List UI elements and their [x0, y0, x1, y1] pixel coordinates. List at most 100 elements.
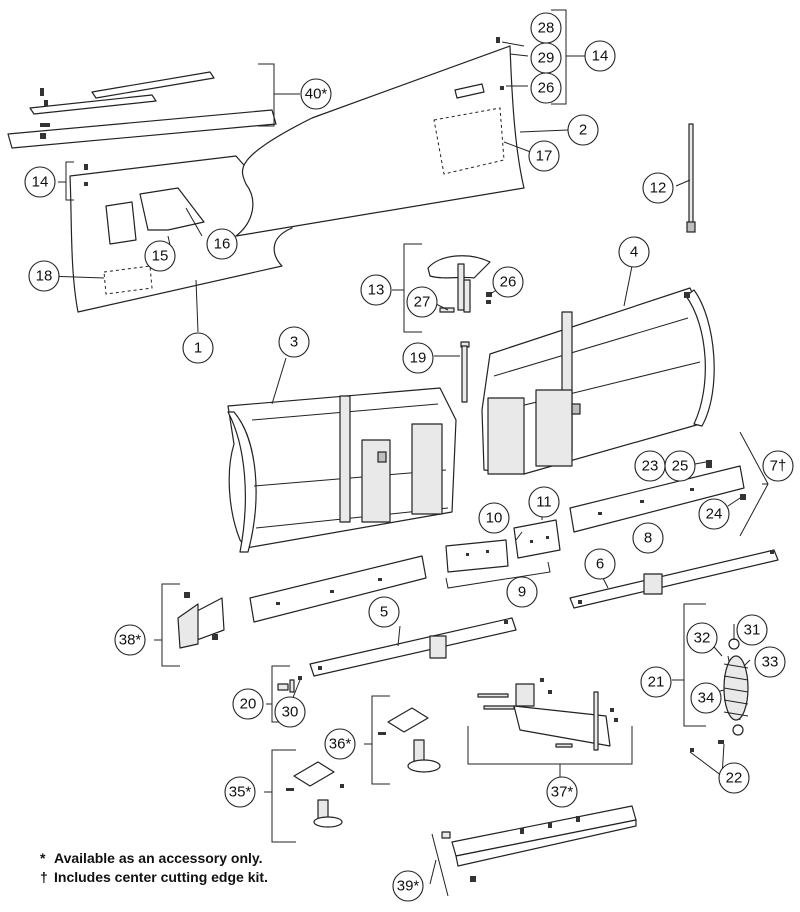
mount-plate-assembly [427, 255, 492, 313]
callout-13-label: 13 [368, 282, 385, 299]
pivot-beam-kit [477, 678, 618, 751]
callout-15-label: 15 [152, 248, 169, 265]
callout-36: 36* [324, 728, 356, 760]
left-cutting-edge [249, 555, 427, 623]
callout-12-label: 12 [650, 180, 667, 197]
callout-35: 35* [224, 776, 256, 808]
callout-7-label: 7† [770, 458, 787, 475]
callouts: 1 2 3 4 5 6 7† 8 9 10 11 12 13 14 14 15 … [24, 12, 794, 902]
callout-11-label: 11 [536, 494, 552, 511]
callout-2-label: 2 [579, 122, 587, 139]
callout-14-left: 14 [24, 166, 56, 198]
callout-34-label: 34 [698, 690, 715, 707]
accessory-text: Available as an accessory only. [54, 850, 263, 866]
callout-29-label: 29 [538, 50, 555, 67]
marker-rod [686, 123, 696, 233]
shoe-kit-35 [286, 761, 344, 828]
callout-24-label: 24 [706, 506, 723, 523]
callout-1: 1 [182, 332, 214, 364]
callout-28: 28 [530, 12, 562, 44]
callout-26-mount-label: 26 [500, 274, 517, 291]
callout-3: 3 [278, 326, 310, 358]
callout-26-right-label: 26 [538, 80, 555, 97]
callout-37-label: 37* [551, 784, 574, 801]
callout-5-label: 5 [380, 604, 388, 621]
callout-2: 2 [567, 114, 599, 146]
callout-25: 25 [664, 450, 696, 482]
callout-40-label: 40* [305, 86, 328, 103]
center-cutting-edges [445, 519, 561, 573]
callout-7: 7† [762, 450, 794, 482]
wear-strip-kit [7, 71, 277, 149]
callout-10-label: 10 [486, 510, 503, 527]
right-wing-frame [481, 287, 715, 475]
spring-hardware [690, 740, 724, 752]
callout-3-label: 3 [290, 334, 298, 351]
callout-10: 10 [478, 502, 510, 534]
callout-40: 40* [300, 78, 332, 110]
callout-19: 19 [402, 342, 434, 374]
callout-32-label: 32 [694, 630, 711, 647]
callout-31-label: 31 [744, 622, 761, 639]
legend-kit-note: † Includes center cutting edge kit. [40, 870, 268, 884]
callout-39: 39* [392, 870, 424, 902]
callout-15: 15 [144, 240, 176, 272]
callout-9-label: 9 [518, 584, 526, 601]
callout-37: 37* [546, 776, 578, 808]
kit-mark: † [40, 869, 48, 885]
callout-1-label: 1 [194, 340, 202, 357]
callout-6: 6 [584, 548, 616, 580]
pivot-pin [460, 341, 470, 403]
callout-27-label: 27 [414, 294, 431, 311]
snow-deflector [441, 805, 637, 882]
shoe-kit-36 [378, 707, 441, 773]
callout-14-right-label: 14 [592, 48, 609, 65]
left-wing-frame [227, 387, 457, 553]
callout-26-mount: 26 [492, 266, 524, 298]
callout-28-label: 28 [538, 20, 555, 37]
callout-33-label: 33 [762, 654, 779, 671]
callout-4: 4 [618, 236, 650, 268]
callout-33: 33 [754, 646, 786, 678]
left-trip-edge [309, 617, 517, 677]
callout-39-label: 39* [397, 878, 420, 895]
callout-32: 32 [686, 622, 718, 654]
kit-text: Includes center cutting edge kit. [54, 869, 268, 885]
callout-27: 27 [406, 286, 438, 318]
callout-22-label: 22 [726, 770, 743, 787]
callout-34: 34 [690, 682, 722, 714]
callout-38-label: 38* [119, 632, 142, 649]
callout-30-label: 30 [282, 704, 299, 721]
callout-38: 38* [114, 624, 146, 656]
callout-17-label: 17 [536, 148, 553, 165]
hardware-kit [277, 676, 302, 693]
callout-14-right: 14 [584, 40, 616, 72]
callout-8-label: 8 [644, 530, 652, 547]
callout-21-label: 21 [648, 674, 665, 691]
callout-20: 20 [232, 688, 264, 720]
callout-26-right: 26 [530, 72, 562, 104]
callout-13: 13 [360, 274, 392, 306]
accessory-mark: * [40, 850, 46, 866]
callout-16-label: 16 [214, 236, 231, 253]
legend-accessory-note: * Available as an accessory only. [40, 851, 263, 865]
callout-18: 18 [28, 260, 60, 292]
callout-20-label: 20 [240, 696, 257, 713]
callout-12: 12 [642, 172, 674, 204]
callout-35-label: 35* [229, 784, 252, 801]
callout-8: 8 [632, 522, 664, 554]
right-moldboard [235, 37, 525, 237]
callout-6-label: 6 [596, 556, 604, 573]
callout-19-label: 19 [410, 350, 427, 367]
callout-30: 30 [274, 696, 306, 728]
callout-36-label: 36* [329, 736, 352, 753]
callout-23: 23 [634, 450, 666, 482]
callout-16: 16 [206, 228, 238, 260]
callout-22: 22 [718, 762, 750, 794]
callout-25-label: 25 [672, 458, 689, 475]
callout-23-label: 23 [642, 458, 659, 475]
callout-21: 21 [640, 666, 672, 698]
callout-31: 31 [736, 614, 768, 646]
right-trip-edge [569, 549, 779, 609]
